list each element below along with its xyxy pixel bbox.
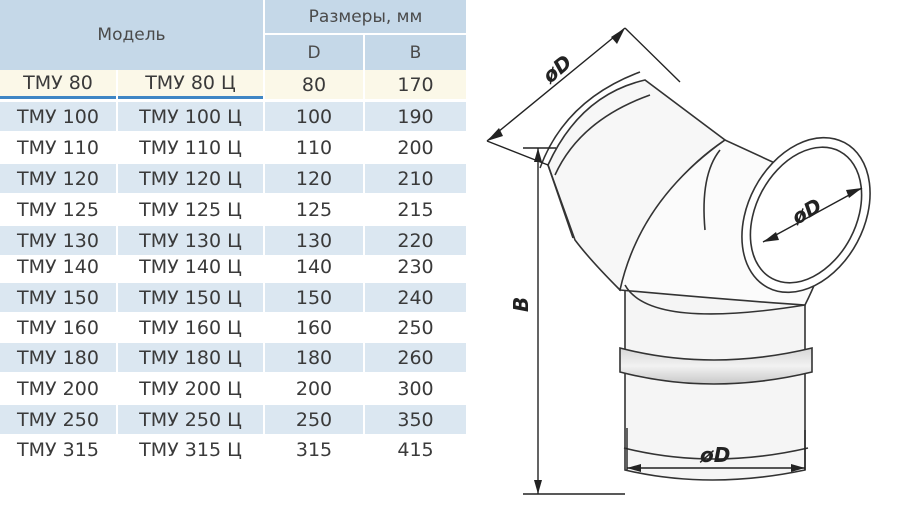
label-d-bottom: øD	[699, 443, 730, 467]
d-cell: 80	[265, 70, 363, 99]
header-sizes: Размеры, мм	[265, 0, 466, 33]
b-cell: 260	[365, 343, 466, 372]
b-cell: 215	[397, 198, 434, 221]
d-cell: 125	[295, 198, 333, 221]
b-cell: 350	[365, 405, 466, 434]
table-row: ТМУ 140 ТМУ 140 Ц 140 230	[0, 252, 466, 281]
dimension-lines	[486, 27, 863, 495]
header-model: Модель	[0, 0, 263, 70]
b-cell: 190	[365, 102, 466, 131]
model-cell: ТМУ 110	[17, 136, 99, 159]
model-galvanized-cell: ТМУ 120 Ц	[118, 164, 263, 193]
table-row: ТМУ 200 ТМУ 200 Ц 200 300	[0, 374, 466, 403]
arrowheads	[487, 28, 862, 494]
b-cell: 415	[397, 438, 434, 461]
model-galvanized-cell: ТМУ 100 Ц	[118, 102, 263, 131]
d-cell: 180	[265, 343, 363, 372]
d-cell: 150	[265, 283, 363, 312]
model-galvanized-cell: ТМУ 160 Ц	[139, 316, 242, 339]
d-cell: 160	[295, 316, 333, 339]
model-galvanized-cell: ТМУ 150 Ц	[118, 283, 263, 312]
fitting-body	[539, 71, 871, 481]
model-cell: ТМУ 200	[17, 377, 99, 400]
model-cell: ТМУ 150	[0, 283, 116, 312]
d-cell: 130	[265, 226, 363, 255]
model-galvanized-cell: ТМУ 125 Ц	[139, 198, 242, 221]
header-b: B	[365, 35, 466, 70]
model-galvanized-cell: ТМУ 130 Ц	[118, 226, 263, 255]
model-cell: ТМУ 125	[17, 198, 99, 221]
model-galvanized-cell: ТМУ 200 Ц	[139, 377, 242, 400]
table-row: ТМУ 160 ТМУ 160 Ц 160 250	[0, 313, 466, 342]
tee-fitting-diagram: øD øD B øD	[486, 27, 871, 495]
b-cell: 240	[365, 283, 466, 312]
table-row: ТМУ 125 ТМУ 125 Ц 125 215	[0, 195, 466, 224]
b-cell: 300	[397, 377, 434, 400]
model-galvanized-cell: ТМУ 110 Ц	[139, 136, 242, 159]
model-cell: ТМУ 100	[0, 102, 116, 131]
model-cell: ТМУ 160	[17, 316, 99, 339]
model-cell: ТМУ 315	[17, 438, 99, 461]
model-cell: ТМУ 80	[0, 70, 116, 99]
model-galvanized-cell: ТМУ 250 Ц	[118, 405, 263, 434]
b-cell: 250	[397, 316, 434, 339]
header-d: D	[265, 35, 363, 70]
d-cell: 110	[295, 136, 333, 159]
model-galvanized-cell: ТМУ 80 Ц	[118, 70, 263, 99]
label-d-top: øD	[537, 50, 576, 89]
model-cell: ТМУ 130	[0, 226, 116, 255]
model-cell: ТМУ 250	[0, 405, 116, 434]
label-b: B	[509, 297, 533, 312]
table-row: ТМУ 315 ТМУ 315 Ц 315 415	[0, 435, 466, 464]
model-cell: ТМУ 180	[0, 343, 116, 372]
d-cell: 100	[265, 102, 363, 131]
model-cell: ТМУ 120	[0, 164, 116, 193]
table-row: ТМУ 110 ТМУ 110 Ц 110 200	[0, 133, 466, 162]
d-cell: 120	[265, 164, 363, 193]
d-cell: 315	[295, 438, 333, 461]
model-cell: ТМУ 140	[17, 255, 99, 278]
model-galvanized-cell: ТМУ 140 Ц	[139, 255, 242, 278]
model-galvanized-cell: ТМУ 315 Ц	[139, 438, 242, 461]
b-cell: 200	[397, 136, 434, 159]
model-galvanized-cell: ТМУ 180 Ц	[118, 343, 263, 372]
b-cell: 170	[365, 70, 466, 99]
b-cell: 220	[365, 226, 466, 255]
d-cell: 250	[265, 405, 363, 434]
d-cell: 200	[295, 377, 333, 400]
b-cell: 210	[365, 164, 466, 193]
d-cell: 140	[295, 255, 333, 278]
b-cell: 230	[397, 255, 434, 278]
